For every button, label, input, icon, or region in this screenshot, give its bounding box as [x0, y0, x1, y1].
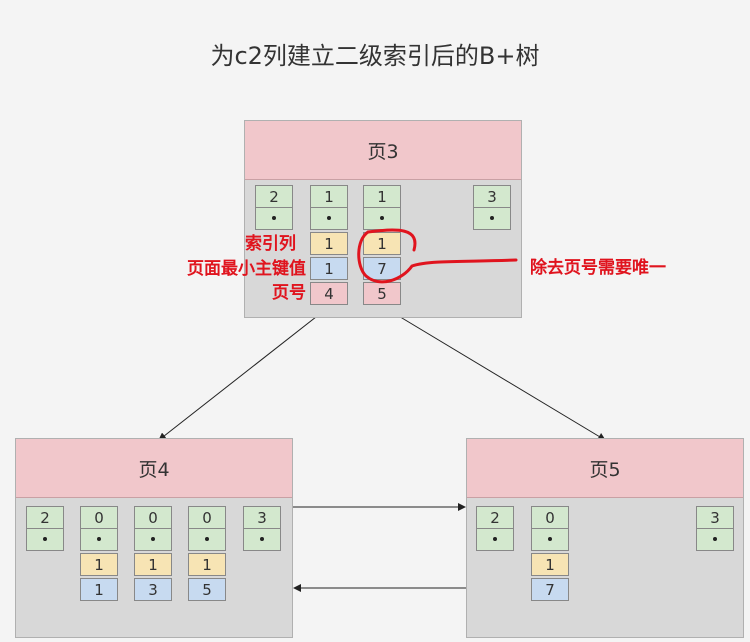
index-column-cell: 1 — [188, 553, 226, 576]
pointer-dot — [43, 537, 47, 541]
page-4-header: 页4 — [16, 439, 292, 498]
pointer-dot — [548, 537, 552, 541]
pointer-dot — [97, 537, 101, 541]
pointer-dot — [272, 216, 276, 220]
primary-key-cell: 1 — [80, 578, 118, 601]
pointer-dot — [151, 537, 155, 541]
page-number-cell: 4 — [310, 282, 348, 305]
pointer-dot — [327, 216, 331, 220]
annotation-page-number: 页号 — [272, 283, 306, 303]
pointer-dot — [205, 537, 209, 541]
record-cell: 2 — [476, 506, 514, 529]
pointer-dot — [260, 537, 264, 541]
min-primary-key-cell: 1 — [310, 257, 348, 280]
index-column-cell: 1 — [531, 553, 569, 576]
pointer-dot — [490, 216, 494, 220]
index-column-cell: 1 — [80, 553, 118, 576]
index-column-cell: 1 — [363, 232, 401, 255]
annotation-index-column: 索引列 — [245, 234, 296, 254]
diagram-title: 为c2列建立二级索引后的B+树 — [210, 42, 540, 70]
page-3-header: 页3 — [245, 121, 521, 180]
child-pointer-arrow-left — [158, 305, 331, 441]
page-5-header: 页5 — [467, 439, 743, 498]
primary-key-cell: 7 — [531, 578, 569, 601]
child-pointer-arrow-right — [381, 305, 606, 441]
index-column-cell: 1 — [134, 553, 172, 576]
index-column-cell: 1 — [310, 232, 348, 255]
annotation-min-primary-key: 页面最小主键值 — [187, 259, 306, 279]
pointer-dot — [380, 216, 384, 220]
pointer-dot — [493, 537, 497, 541]
page-number-cell: 5 — [363, 282, 401, 305]
primary-key-cell: 3 — [134, 578, 172, 601]
record-cell: 2 — [255, 185, 293, 208]
min-primary-key-cell: 7 — [363, 257, 401, 280]
primary-key-cell: 5 — [188, 578, 226, 601]
annotation-unique-note: 除去页号需要唯一 — [530, 258, 666, 278]
pointer-dot — [713, 537, 717, 541]
record-cell: 1 — [310, 185, 348, 208]
